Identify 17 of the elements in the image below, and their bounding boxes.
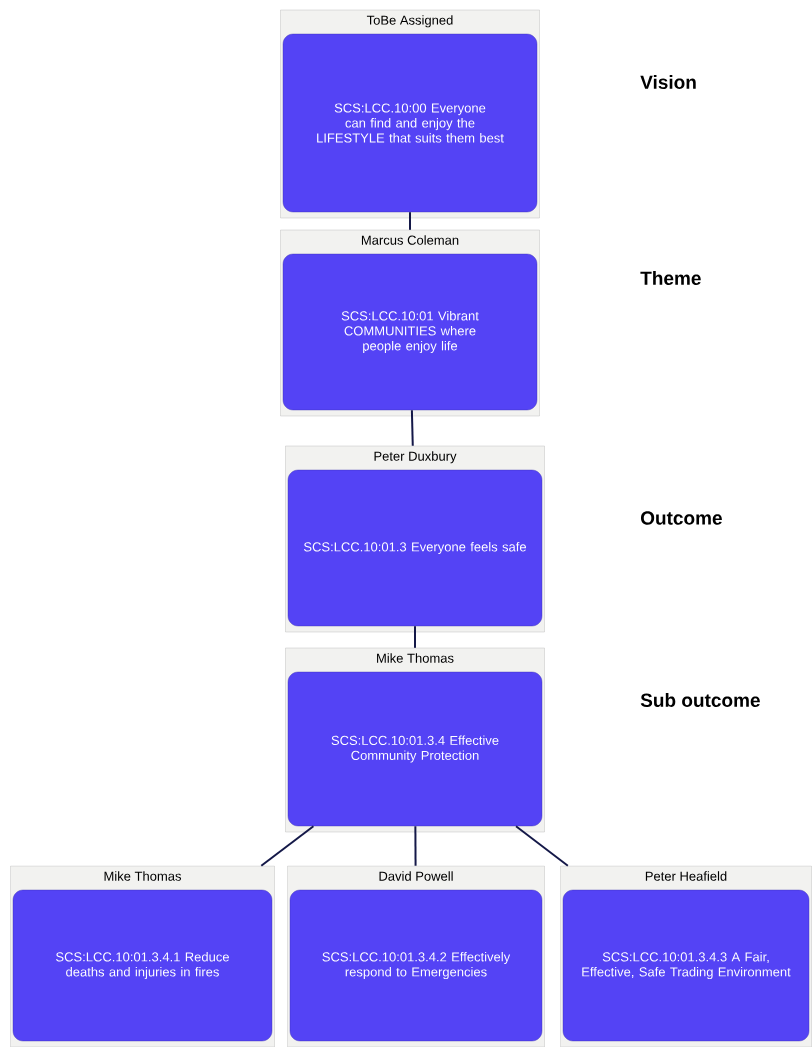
connector-line: [260, 825, 315, 867]
goal-box: SCS:LCC.10:01 Vibrant COMMUNITIES where people enjoy life: [282, 253, 538, 411]
connector-line: [414, 625, 416, 649]
goal-box: SCS:LCC.10:01.3.4.1 Reduce deaths and injuries in fires: [12, 889, 273, 1042]
connector-line: [414, 825, 417, 867]
level-label: Outcome: [641, 511, 722, 525]
connector-line: [409, 211, 411, 231]
goal-box: SCS:LCC.10:00 Everyone can find and enjoy the LIFESTYLE that suits them best: [282, 33, 538, 213]
goal-box: SCS:LCC.10:01.3.4.3 A Fair, Effective, Safe Trading Environment: [562, 889, 810, 1042]
goal-box: SCS:LCC.10:01.3.4.2 Effectively respond to Emergencies: [289, 889, 543, 1042]
connector-line: [410, 409, 414, 447]
goal-box: SCS:LCC.10:01.3.4 Effective Community Protection: [287, 671, 543, 827]
level-label: Vision: [640, 75, 696, 89]
connector-line: [515, 825, 569, 867]
goal-box: SCS:LCC.10:01.3 Everyone feels safe: [287, 469, 543, 627]
level-label: Theme: [640, 271, 701, 285]
level-label: Sub outcome: [640, 693, 760, 707]
